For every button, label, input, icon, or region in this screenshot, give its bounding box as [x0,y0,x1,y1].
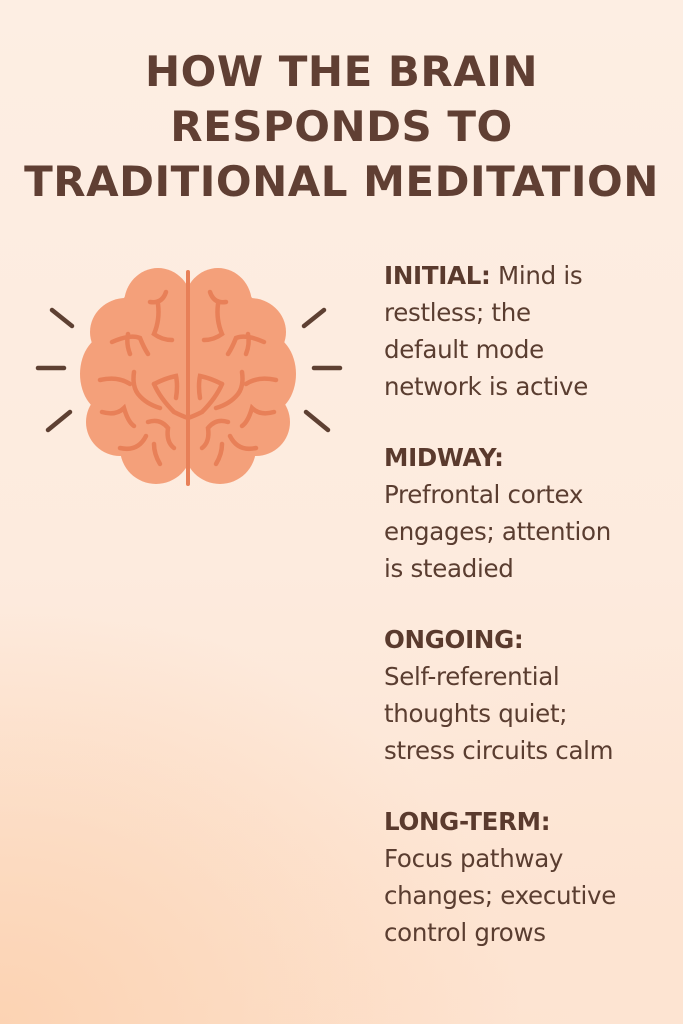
title-line-3: TRADITIONAL MEDITATION [24,157,659,206]
title-line-2: RESPONDS TO [170,102,513,151]
stage-text: engages; attention [384,517,611,546]
stage-text: Focus pathway [384,844,564,873]
stage-text: stress circuits calm [384,736,614,765]
stage-text: Self-referential [384,662,560,691]
title-line-1: HOW THE BRAIN [144,47,539,96]
stages-list: INITIAL: Mind is restless; the default m… [384,257,674,985]
brain-icon [35,268,343,486]
brain-folds-icon [97,289,279,467]
stage-text: default mode [384,335,544,364]
page-title: HOW THE BRAIN RESPONDS TO TRADITIONAL ME… [0,44,683,209]
stage-label: LONG-TERM: [384,807,551,836]
stage-label: MIDWAY: [384,443,504,472]
activity-rays-icon [35,307,343,433]
stage-text: restless; the [384,298,531,327]
stage-text: Prefrontal cortex [384,480,584,509]
stage-long-term: LONG-TERM: Focus pathway changes; execut… [384,803,674,951]
stage-text: thoughts quiet; [384,699,568,728]
stage-ongoing: ONGOING: Self-referential thoughts quiet… [384,621,674,769]
stage-midway: MIDWAY: Prefrontal cortex engages; atten… [384,439,674,587]
stage-initial: INITIAL: Mind is restless; the default m… [384,257,674,405]
stage-text: is steadied [384,554,514,583]
brain-illustration [30,262,350,492]
stage-label: INITIAL: [384,261,491,290]
stage-label: ONGOING: [384,625,524,654]
stage-text: Mind is [490,261,583,290]
stage-text: network is active [384,372,589,401]
stage-text: changes; executive [384,881,617,910]
stage-text: control grows [384,918,546,947]
